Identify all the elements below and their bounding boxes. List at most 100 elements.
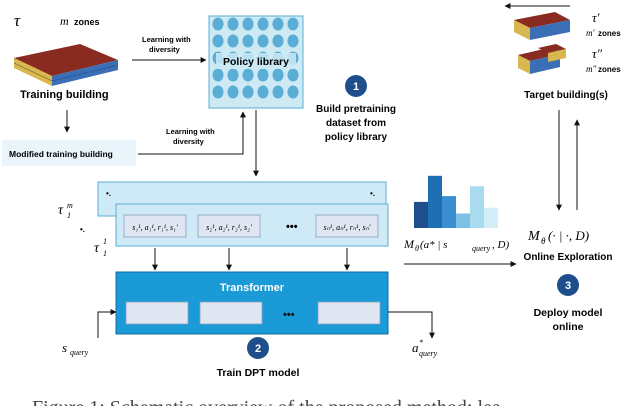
step2-number: 2: [255, 343, 261, 355]
tau-1-symbol: τ: [94, 241, 100, 256]
policy-dot: [287, 34, 299, 48]
tau-m-symbol: τ: [58, 203, 64, 218]
step3-line1: Deploy model: [534, 307, 603, 319]
training-tau: τ: [14, 11, 21, 30]
target-building-label: Target building(s): [524, 90, 608, 101]
a-query-symbol: a: [412, 340, 419, 355]
policy-dot: [242, 68, 254, 82]
learning-diversity-1-line1: Learning with: [142, 35, 191, 44]
target-tau2: τ″: [592, 46, 603, 61]
model-expr-end: , D): [492, 239, 509, 251]
dataset-cell-n-text: sₙ¹, aₙ¹, rₙ¹, sₙ′: [323, 223, 370, 232]
policy-dot: [212, 34, 224, 48]
policy-dot: [212, 68, 224, 82]
step2-label: Train DPT model: [217, 367, 300, 379]
step3-number: 3: [565, 280, 571, 292]
learning-diversity-2-line1: Learning with: [166, 127, 215, 136]
policy-dot: [257, 17, 269, 31]
step3-line2: online: [553, 321, 584, 333]
policy-dot: [242, 34, 254, 48]
target-m1: m′: [586, 28, 595, 38]
model-expr-args: (a* | s: [420, 239, 447, 251]
tau-m-sup: m: [67, 201, 73, 210]
dataset-cell-2-text: s₂¹, a₂¹, r₂¹, s₂′: [206, 223, 252, 232]
dataset-cell-1: [123, 214, 187, 238]
dataset-cell-2: [197, 214, 261, 238]
policy-dot: [212, 85, 224, 99]
target-building-2-icon: [518, 44, 566, 74]
policy-dot: [257, 68, 269, 82]
target-zones1: zones: [598, 29, 621, 38]
model-expr-query: query: [472, 244, 491, 253]
online-expr-theta: θ: [541, 236, 546, 246]
target-zones2: zones: [598, 65, 621, 74]
step1-line1: Build pretraining: [316, 104, 396, 115]
dataset-ellipsis-top-right: •.: [370, 189, 375, 198]
a-query-sub: query: [419, 349, 438, 358]
tau-m-sub: 1: [67, 211, 71, 220]
online-exploration-label: Online Exploration: [524, 252, 613, 263]
step3-badge: [557, 274, 579, 296]
policy-library-label-bg: [216, 53, 296, 69]
a-query-sup: *: [419, 338, 423, 347]
tau-dots: •.: [80, 225, 85, 234]
transformer-token-1: [125, 301, 189, 325]
policy-dot: [287, 85, 299, 99]
histogram-bar: [414, 201, 428, 228]
policy-dot: [272, 68, 284, 82]
dataset-ellipsis-mid: •••: [286, 221, 298, 233]
model-expr-M: M: [403, 237, 415, 251]
histogram-bar: [470, 186, 484, 228]
learning-diversity-2-line2: diversity: [173, 137, 205, 146]
histogram-bar: [442, 196, 456, 228]
policy-dot: [272, 34, 284, 48]
policy-dot: [272, 85, 284, 99]
tau-1-sub: 1: [103, 249, 107, 258]
arrow-aquery-out: [388, 311, 435, 339]
training-building-label: Training building: [20, 89, 109, 101]
learning-diversity-1-line2: diversity: [149, 45, 181, 54]
step1-line2: dataset from: [326, 118, 386, 129]
histogram-bar: [456, 213, 470, 228]
policy-dot: [257, 85, 269, 99]
s-query-sub: query: [70, 348, 89, 357]
target-building-1-icon: [514, 12, 570, 40]
target-tau1: τ′: [592, 10, 600, 25]
training-building-icon: [13, 44, 119, 86]
step1-number: 1: [353, 81, 359, 93]
step2-badge: [247, 337, 269, 359]
training-m: m: [60, 14, 69, 28]
step1-line3: policy library: [325, 132, 388, 143]
dataset-cell-n: [315, 214, 379, 238]
training-zones-word: zones: [74, 17, 100, 27]
transformer-token-2: [199, 301, 263, 325]
online-expr-args: (· | ·, D): [548, 228, 589, 243]
target-m2: m″: [586, 64, 596, 74]
policy-dot: [242, 17, 254, 31]
policy-dot: [287, 17, 299, 31]
policy-dot: [287, 68, 299, 82]
policy-dot: [212, 17, 224, 31]
policy-dot: [272, 17, 284, 31]
histogram-bar: [484, 207, 498, 228]
policy-dot: [257, 34, 269, 48]
histogram-bar: [428, 175, 442, 228]
modified-training-box: [2, 140, 136, 166]
dataset-ellipsis-top-left: •.: [106, 189, 111, 198]
figure-caption: Figure 1: Schematic overview of the prop…: [32, 397, 501, 406]
action-distribution-histogram: [414, 175, 498, 228]
policy-dot: [242, 85, 254, 99]
policy-library-label: Policy library: [223, 56, 289, 68]
policy-dot: [227, 17, 239, 31]
transformer-token-n: [317, 301, 381, 325]
step1-badge: [345, 75, 367, 97]
model-expr-theta: θ: [415, 244, 419, 253]
online-expr-M: M: [527, 229, 541, 244]
policy-dot: [227, 68, 239, 82]
transformer-ellipsis: •••: [283, 309, 295, 321]
transformer-label: Transformer: [220, 282, 285, 294]
s-query-symbol: s: [62, 340, 67, 355]
arrow-squery-in: [97, 309, 117, 338]
